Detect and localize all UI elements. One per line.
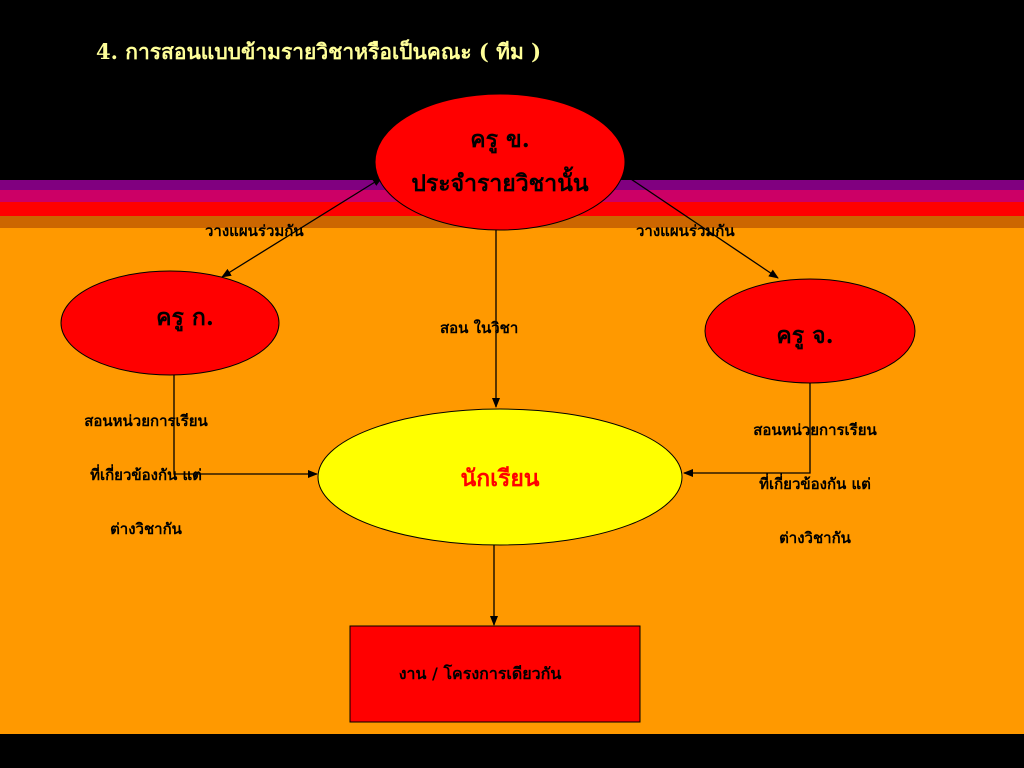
teacher-b-line1: ครู ข. [470, 126, 530, 153]
teacher-d-label: ครู จ. [776, 322, 834, 349]
right-side-text: สอนหน่วยการเรียน ที่เกี่ยวข้องกัน แต่ ต่… [725, 403, 905, 565]
student-label: นักเรียน [460, 465, 540, 492]
edge-left-to-student [173, 375, 318, 478]
edge-right-to-student [683, 383, 811, 477]
teacher-a-node[interactable] [60, 270, 280, 376]
project-label: งาน / โครงการเดียวกัน [398, 664, 562, 683]
teacher-b-node[interactable] [374, 93, 626, 231]
left-side-line-3: ต่างวิชากัน [110, 520, 182, 538]
student-node[interactable] [317, 408, 683, 546]
edge-plan-right [617, 169, 779, 279]
edge-plan-left [221, 177, 383, 278]
plan-left-label: วางแผนร่วมกัน [205, 222, 304, 240]
teach-subject-label: สอน ในวิชา [440, 319, 519, 337]
project-node[interactable] [349, 625, 641, 723]
right-side-line-1: สอนหน่วยการเรียน [753, 421, 877, 439]
right-side-line-2: ที่เกี่ยวข้องกัน แต่ [759, 475, 871, 493]
right-side-line-3: ต่างวิชากัน [779, 529, 851, 547]
left-side-text: สอนหน่วยการเรียน ที่เกี่ยวข้องกัน แต่ ต่… [56, 394, 236, 556]
teacher-a-label: ครู ก. [156, 304, 214, 331]
slide-title: 4. การสอนแบบข้ามรายวิชาหรือเป็นคณะ ( ทีม… [96, 39, 542, 64]
plan-right-label: วางแผนร่วมกัน [636, 222, 735, 240]
left-side-line-1: สอนหน่วยการเรียน [84, 412, 208, 430]
teacher-b-label: ครู ข. ประจำรายวิชานั้น [375, 118, 625, 206]
left-side-line-2: ที่เกี่ยวข้องกัน แต่ [90, 466, 202, 484]
teacher-b-line2: ประจำรายวิชานั้น [411, 170, 589, 197]
teacher-d-node[interactable] [704, 278, 916, 384]
